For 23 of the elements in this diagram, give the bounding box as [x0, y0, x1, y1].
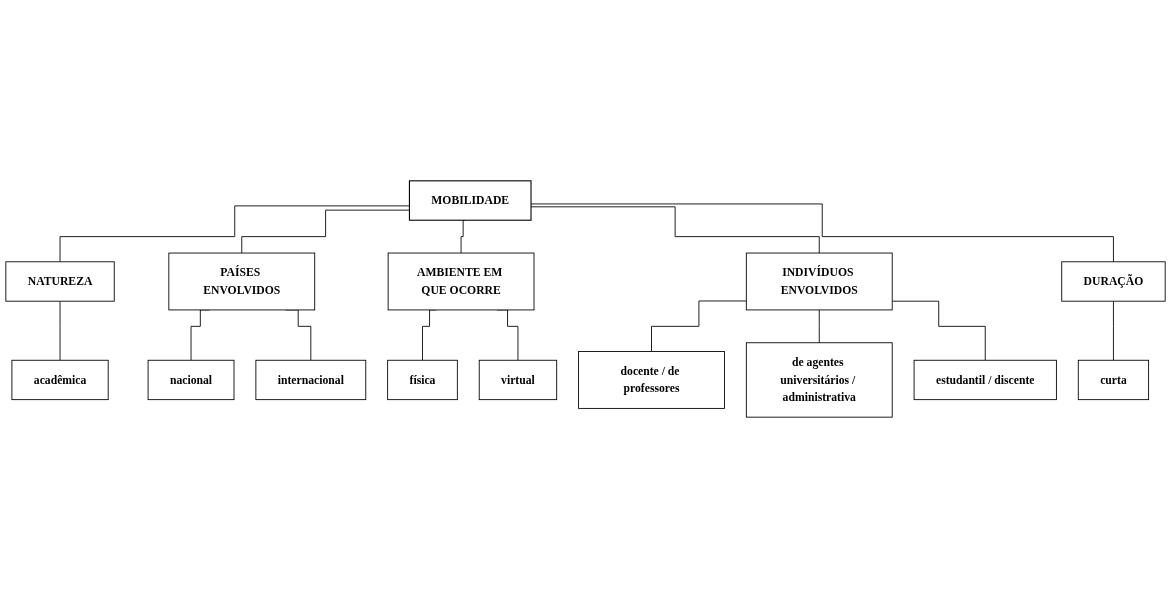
node-box: curta: [1077, 359, 1150, 400]
connector: [651, 300, 747, 352]
node-box: docente / de professores: [578, 350, 725, 409]
node-box: estudantil / discente: [913, 359, 1057, 400]
connector: [1113, 300, 1114, 361]
node-box: internacional: [255, 359, 367, 400]
node-box: MOBILIDADE: [408, 179, 532, 221]
connector: [59, 204, 410, 262]
node-box: DURAÇÃO: [1061, 260, 1166, 302]
node-box: de agentes universitários / administrativa: [745, 341, 893, 418]
node-box: acadêmica: [11, 359, 109, 400]
node-box: AMBIENTE EM QUE OCORRE: [387, 252, 535, 310]
node-box: nacional: [147, 359, 235, 400]
connector: [460, 219, 466, 253]
connector: [59, 300, 61, 361]
connector: [241, 209, 410, 253]
node-box: INDIVÍDUOS ENVOLVIDOS: [745, 252, 893, 310]
node-box: NATUREZA: [5, 260, 115, 302]
node-box: virtual: [478, 359, 558, 400]
connector: [818, 309, 820, 343]
node-box: física: [387, 359, 458, 400]
connector: [891, 300, 986, 361]
node-box: PAÍSES ENVOLVIDOS: [168, 252, 316, 310]
